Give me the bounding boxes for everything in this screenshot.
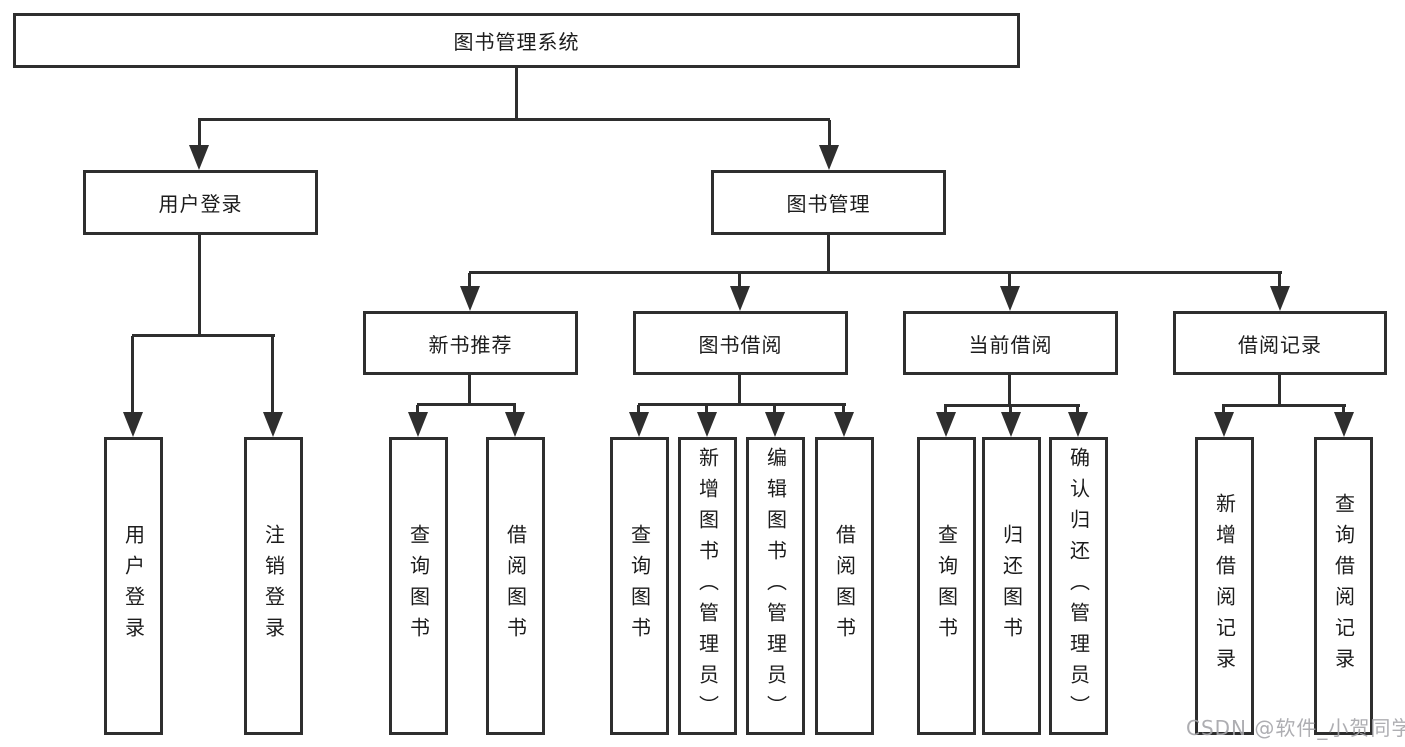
node-book-borrowing: 图书借阅	[633, 311, 848, 375]
arrow-down-icon	[697, 412, 717, 437]
connector-drop	[773, 405, 776, 414]
leaf-borrowing-edit-books-admin: 编辑图书（管理员）	[746, 437, 805, 735]
node-current-borrowing-label: 当前借阅	[968, 332, 1053, 357]
arrow-down-icon	[1001, 412, 1021, 437]
arrow-down-icon	[1000, 286, 1020, 311]
connector-drop-new-book	[468, 273, 471, 288]
connector-current-borrow-stem	[1008, 374, 1011, 407]
leaf-recommend-borrow-books: 借阅图书	[486, 437, 545, 735]
arrow-down-icon	[730, 286, 750, 311]
arrow-down-icon	[1334, 412, 1354, 437]
leaf-records-query-borrow-record: 查询借阅记录	[1314, 437, 1373, 735]
connector-borrow-record-rail	[1222, 404, 1346, 407]
connector-drop	[1076, 406, 1079, 414]
csdn-watermark: CSDN @软件_小贺同学	[1186, 716, 1405, 740]
connector-drop-borrow-record	[1278, 273, 1281, 288]
connector-user-login-rail	[132, 334, 275, 337]
node-current-borrowing: 当前借阅	[903, 311, 1118, 375]
leaf-borrowing-add-books-admin: 新增图书（管理员）	[678, 437, 737, 735]
connector-drop-current-borrow	[1008, 273, 1011, 288]
connector-book-borrow-stem	[738, 374, 741, 406]
leaf-records-add-borrow-record: 新增借阅记录	[1195, 437, 1254, 735]
connector-root-stem	[515, 67, 518, 120]
node-book-borrowing-label: 图书借阅	[698, 332, 783, 357]
arrow-down-icon	[936, 412, 956, 437]
arrow-down-icon	[1068, 412, 1088, 437]
connector-drop	[705, 405, 708, 414]
arrow-down-icon	[189, 145, 209, 170]
connector-book-management-rail	[469, 271, 1282, 274]
connector-root-rail	[198, 118, 830, 121]
node-user-login: 用户登录	[83, 170, 318, 235]
connector-drop	[1342, 406, 1345, 414]
connector-drop	[842, 405, 845, 414]
arrow-down-icon	[834, 412, 854, 437]
node-root-label: 图书管理系统	[453, 30, 580, 54]
connector-drop	[1222, 406, 1225, 414]
connector-drop	[637, 405, 640, 414]
connector-book-borrow-rail	[638, 403, 846, 406]
arrow-down-icon	[1270, 286, 1290, 311]
node-new-book-recommend: 新书推荐	[363, 311, 578, 375]
node-borrowing-records-label: 借阅记录	[1238, 332, 1322, 357]
node-borrowing-records: 借阅记录	[1173, 311, 1387, 375]
leaf-borrowing-borrow-books: 借阅图书	[815, 437, 874, 735]
node-book-management: 图书管理	[711, 170, 946, 235]
connector-current-borrow-rail	[944, 404, 1080, 407]
arrow-down-icon	[1214, 412, 1234, 437]
node-user-login-label: 用户登录	[158, 192, 243, 216]
connector-user-login-stem	[198, 233, 201, 337]
connector-new-book-rail	[417, 403, 516, 406]
arrow-down-icon	[505, 412, 525, 437]
leaf-borrowing-query-books: 查询图书	[610, 437, 669, 735]
arrow-down-icon	[123, 412, 143, 437]
connector-drop	[944, 406, 947, 414]
arrow-down-icon	[263, 412, 283, 437]
connector-drop-book-management	[828, 120, 831, 147]
connector-drop-user-login	[198, 120, 201, 147]
leaf-recommend-query-books: 查询图书	[389, 437, 448, 735]
connector-drop-leaf-logout	[271, 336, 274, 414]
leaf-login-logout: 注销登录	[244, 437, 303, 735]
connector-borrow-record-stem	[1278, 374, 1281, 407]
arrow-down-icon	[629, 412, 649, 437]
node-new-book-recommend-label: 新书推荐	[428, 332, 513, 357]
connector-drop	[416, 405, 419, 414]
connector-drop	[1009, 406, 1012, 414]
arrow-down-icon	[460, 286, 480, 311]
arrow-down-icon	[819, 145, 839, 170]
arrow-down-icon	[765, 412, 785, 437]
arrow-down-icon	[408, 412, 428, 437]
leaf-login-user-login: 用户登录	[104, 437, 163, 735]
leaf-current-query-books: 查询图书	[917, 437, 976, 735]
connector-book-management-stem	[827, 233, 830, 274]
node-root: 图书管理系统	[13, 13, 1020, 68]
connector-drop-leaf-login	[131, 336, 134, 414]
connector-new-book-stem	[468, 374, 471, 406]
connector-drop-book-borrow	[738, 273, 741, 288]
leaf-current-confirm-return-admin: 确认归还（管理员）	[1049, 437, 1108, 735]
leaf-current-return-books: 归还图书	[982, 437, 1041, 735]
node-book-management-label: 图书管理	[786, 192, 871, 216]
connector-drop	[513, 405, 516, 414]
